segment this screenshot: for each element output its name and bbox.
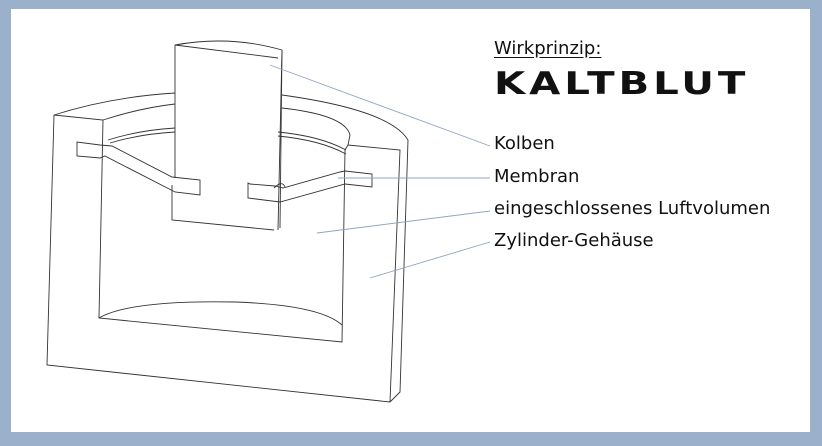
label-zylinder-gehaeuse: Zylinder-Gehäuse	[494, 230, 654, 251]
housing	[46, 92, 409, 403]
brand-logo-text: KALTBLUT	[494, 66, 750, 102]
label-membran: Membran	[494, 166, 580, 187]
label-kolben: Kolben	[494, 133, 555, 154]
leader-lines	[269, 64, 491, 279]
label-luftvolumen: eingeschlossenes Luftvolumen	[494, 198, 771, 219]
membrane	[76, 141, 373, 203]
leader-luftvolumen	[316, 210, 491, 234]
piston	[171, 40, 283, 231]
canvas	[11, 9, 810, 432]
subtitle: Wirkprinzip:	[494, 38, 602, 59]
leader-gehaeuse	[369, 241, 491, 279]
leader-kolben	[269, 64, 491, 147]
